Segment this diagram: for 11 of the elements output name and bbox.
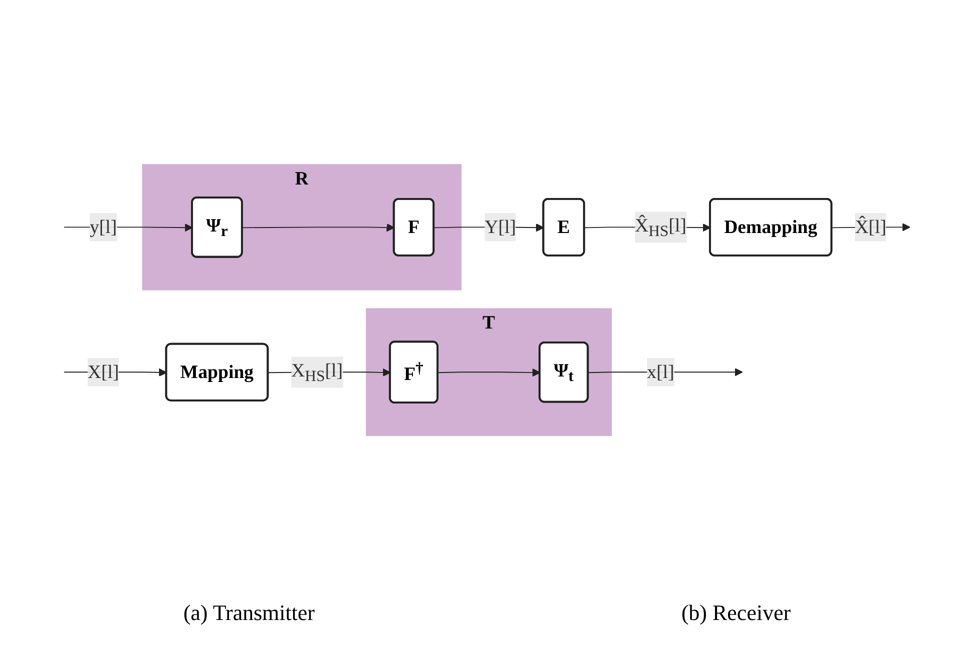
edge-label: X$_{HS}$[l] [291, 360, 343, 385]
edge-label: Y[l] [484, 216, 516, 238]
edge-label: y[l] [90, 216, 117, 238]
edge-label: x[l] [647, 362, 674, 382]
caption: (b) Receiver [681, 600, 791, 626]
edge-label: X̂$_{HS}$[l] [634, 215, 686, 240]
edge-label: X̂[l] [854, 216, 886, 238]
arrow [438, 368, 540, 377]
caption: (a) Transmitter [183, 600, 315, 626]
edge-label: X[l] [88, 362, 120, 382]
arrow [242, 223, 395, 232]
